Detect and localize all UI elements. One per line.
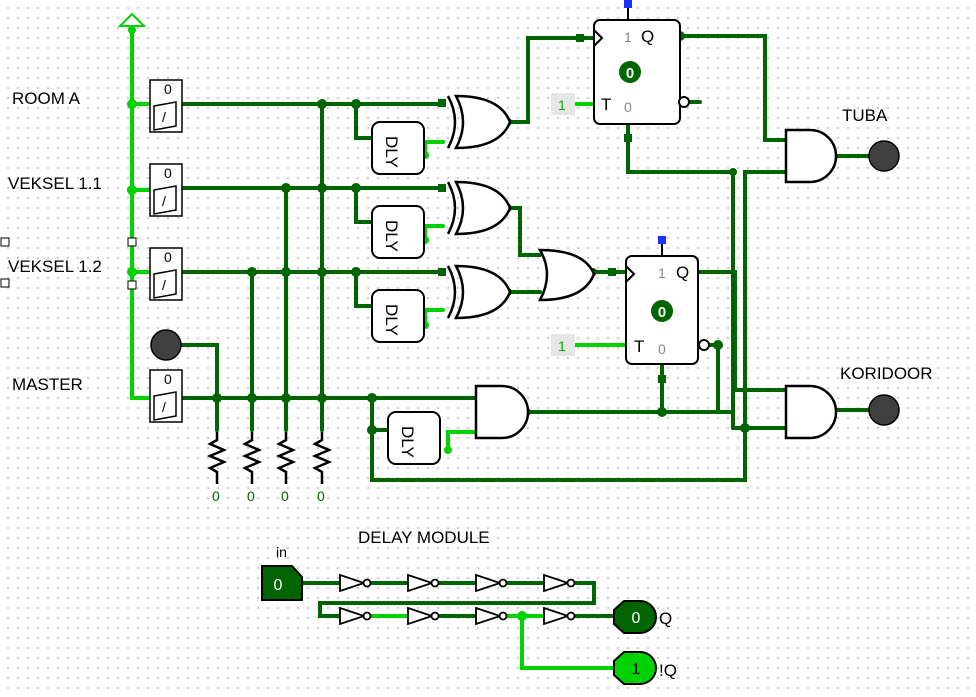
flipflop-bottom-val: 0 — [658, 341, 666, 357]
flipflop-tuba[interactable]: 1 Q 0 T 0 1 — [551, 0, 690, 125]
svg-text:DLY: DLY — [382, 304, 401, 336]
delay-block[interactable]: DLY — [387, 411, 441, 465]
switch-master[interactable]: 0 / — [149, 369, 183, 423]
delay-block[interactable]: DLY — [371, 121, 425, 175]
flipflop-koridoor[interactable]: 1 Q 0 T 0 1 — [551, 236, 710, 365]
and-gate-master[interactable] — [474, 384, 530, 440]
and-gate-tuba[interactable] — [784, 128, 838, 184]
label-delay-module: DELAY MODULE — [358, 528, 490, 547]
and-gate-koridoor[interactable] — [784, 384, 838, 440]
delay-block[interactable]: DLY — [371, 289, 425, 343]
port-markers — [0, 237, 137, 290]
flipflop-state: 0 — [658, 304, 666, 321]
delay-output-nq: 1 — [613, 651, 657, 685]
flipflop-bottom-val: 0 — [624, 99, 632, 115]
svg-text:/: / — [162, 277, 166, 293]
or-gate[interactable] — [537, 248, 596, 302]
flipflop-top-val: 1 — [658, 265, 666, 281]
svg-text:1: 1 — [632, 661, 641, 678]
label-tuba: TUBA — [842, 106, 888, 125]
flipflop-t-input: 1 — [558, 97, 566, 113]
label-room-a: ROOM A — [12, 89, 81, 108]
koridoor-led — [868, 394, 900, 426]
svg-text:0: 0 — [164, 249, 172, 265]
wires — [130, 28, 872, 670]
flipflop-t-input: 1 — [558, 338, 566, 354]
flipflop-top-val: 1 — [624, 29, 632, 45]
tuba-led — [868, 140, 900, 172]
svg-text:/: / — [162, 109, 166, 125]
svg-text:0: 0 — [274, 577, 283, 594]
pulldown-value: 0 — [317, 488, 325, 504]
pulldown-value: 0 — [281, 488, 289, 504]
or-gate[interactable] — [446, 180, 512, 236]
delay-nq-label: !Q — [659, 661, 677, 680]
svg-text:0: 0 — [164, 81, 172, 97]
svg-text:0: 0 — [164, 165, 172, 181]
flipflop-q-label: Q — [676, 263, 689, 282]
label-veksel-11: VEKSEL 1.1 — [8, 174, 102, 193]
label-master: MASTER — [12, 375, 83, 394]
master-led — [150, 329, 182, 361]
delay-block[interactable]: DLY — [371, 205, 425, 259]
pulldown-value: 0 — [247, 488, 255, 504]
svg-text:DLY: DLY — [382, 220, 401, 252]
pulldown-resistors — [206, 432, 333, 484]
pulldown-value: 0 — [212, 488, 220, 504]
svg-text:/: / — [162, 399, 166, 415]
svg-text:0: 0 — [164, 371, 172, 387]
delay-input-pin[interactable]: 0 — [261, 565, 303, 601]
flipflop-state: 0 — [626, 65, 634, 82]
flipflop-t-label: T — [634, 337, 644, 356]
label-koridoor: KORIDOOR — [840, 364, 933, 383]
switch-veksel-11[interactable]: 0 / — [149, 163, 183, 217]
switch-room-a[interactable]: 0 / — [149, 79, 183, 133]
delay-q-label: Q — [659, 609, 672, 628]
inverter-chain — [339, 573, 576, 626]
svg-text:/: / — [162, 193, 166, 209]
flipflop-t-label: T — [601, 95, 611, 114]
delay-input-label: in — [276, 544, 287, 560]
delay-output-q: 0 — [613, 600, 657, 634]
label-veksel-12: VEKSEL 1.2 — [8, 257, 102, 276]
or-gate[interactable] — [446, 264, 512, 320]
or-gate[interactable] — [446, 94, 512, 150]
svg-text:0: 0 — [632, 610, 641, 627]
switch-veksel-12[interactable]: 0 / — [149, 247, 183, 301]
svg-text:DLY: DLY — [398, 426, 417, 458]
flipflop-q-label: Q — [641, 27, 654, 46]
svg-text:DLY: DLY — [382, 136, 401, 168]
power-source-icon[interactable] — [117, 12, 147, 27]
